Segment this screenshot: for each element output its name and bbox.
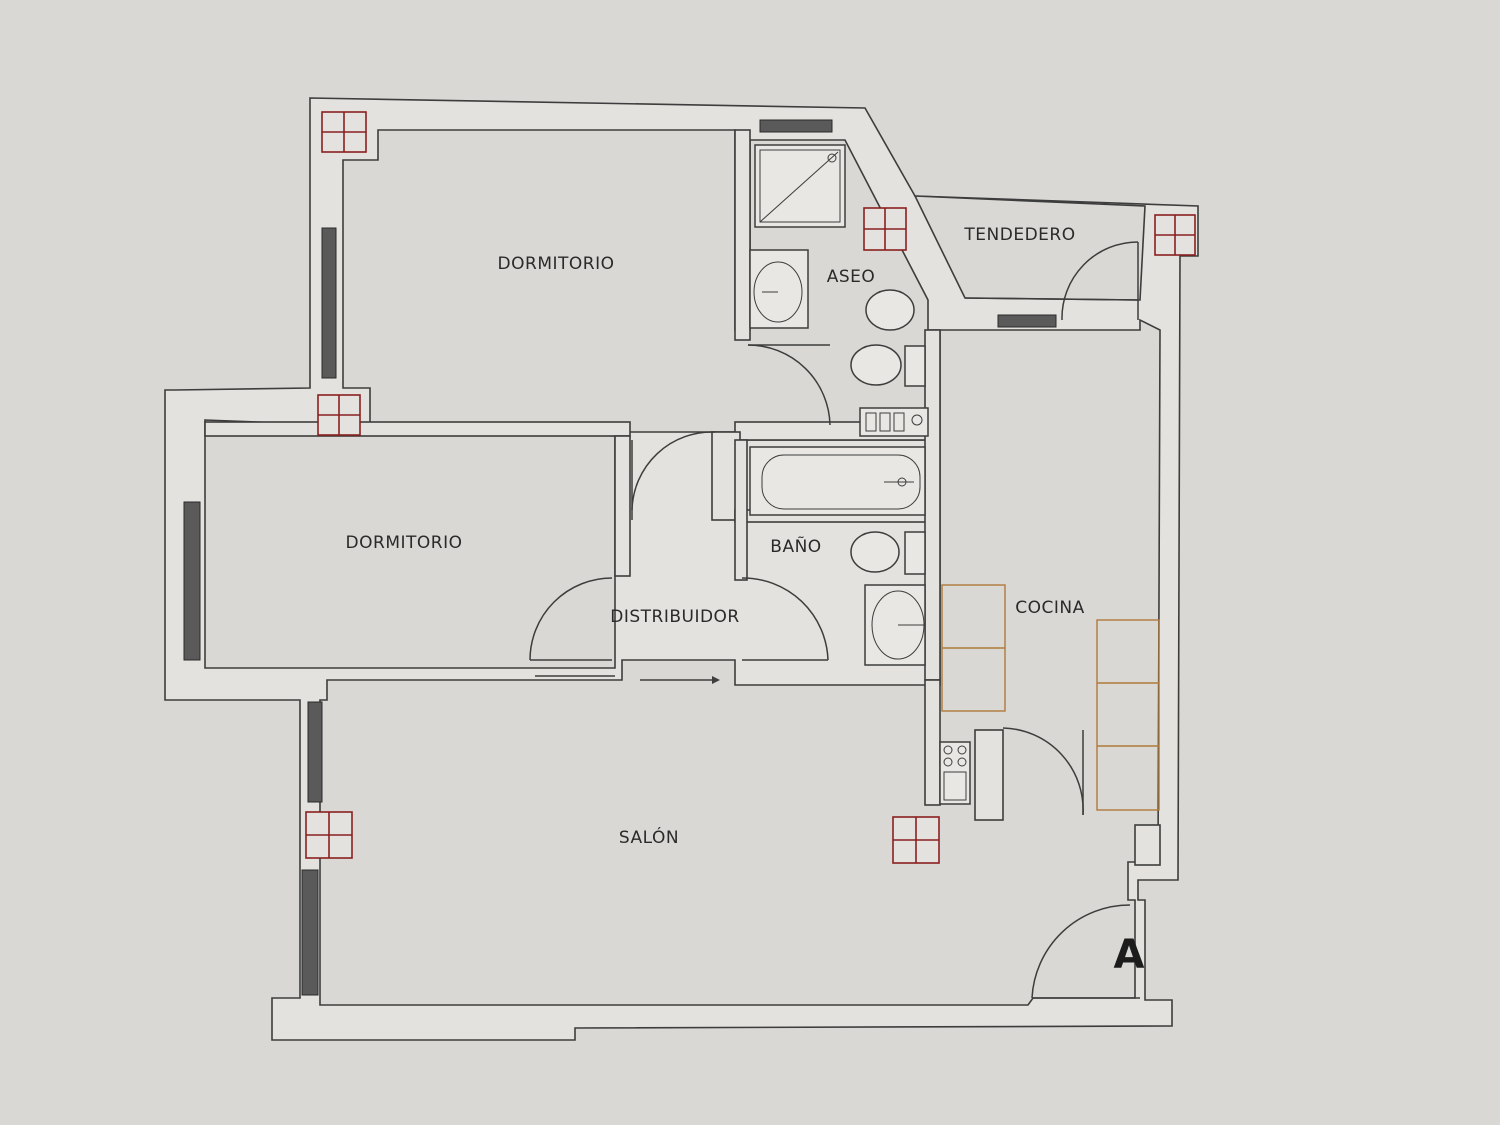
windows (183, 119, 1057, 996)
window-bedroom-2 (183, 501, 201, 661)
shaft-icon (1154, 214, 1196, 256)
boiler-icon (859, 407, 929, 437)
door-dormitorio-2-side (529, 577, 613, 661)
counter-right (1096, 619, 1160, 811)
sink-icon (749, 249, 809, 329)
room-label-tendedero: TENDEDERO (963, 225, 1075, 245)
shaft-icon (863, 207, 907, 251)
window-bedroom-1 (321, 227, 337, 379)
counter-left (941, 584, 1006, 712)
toilet-icon (850, 344, 926, 387)
window-salon-lower (301, 869, 319, 996)
kitchen-fittings (939, 584, 1160, 811)
shaft-icon (892, 816, 940, 864)
fixtures (749, 144, 929, 666)
bathtub-icon (749, 446, 926, 516)
room-labels: DORMITORIO DORMITORIO ASEO TENDEDERO BAÑ… (346, 225, 1085, 848)
stove-icon (939, 741, 971, 805)
doors (529, 241, 1140, 999)
window-salon-upper (307, 701, 323, 803)
ventilation-shafts (305, 111, 1196, 864)
window-tendedero (997, 314, 1057, 328)
shower-icon (754, 144, 846, 228)
door-entrance (1031, 904, 1140, 999)
door-cocina (1002, 727, 1084, 816)
door-aseo (747, 344, 831, 426)
door-dormitorio-2 (631, 431, 716, 520)
room-label-salon: SALÓN (619, 826, 679, 848)
door-tendedero (1061, 241, 1139, 321)
toilet-icon (850, 531, 926, 575)
shaft-icon (321, 111, 367, 153)
room-label-distribuidor: DISTRIBUIDOR (610, 607, 740, 627)
door-bano (741, 577, 829, 661)
shaft-icon (305, 811, 353, 859)
bidet-icon (865, 289, 915, 331)
room-label-cocina: COCINA (1015, 598, 1084, 618)
shaft-icon (317, 394, 361, 436)
room-label-dormitorio-2: DORMITORIO (346, 533, 463, 553)
room-label-aseo: ASEO (827, 267, 876, 287)
window-aseo (759, 119, 833, 133)
unit-mark: A (1114, 932, 1145, 978)
room-label-bano: BAÑO (770, 535, 821, 557)
sink-icon (864, 584, 926, 666)
room-label-dormitorio-1: DORMITORIO (498, 254, 615, 274)
arrow-icon (640, 676, 720, 684)
